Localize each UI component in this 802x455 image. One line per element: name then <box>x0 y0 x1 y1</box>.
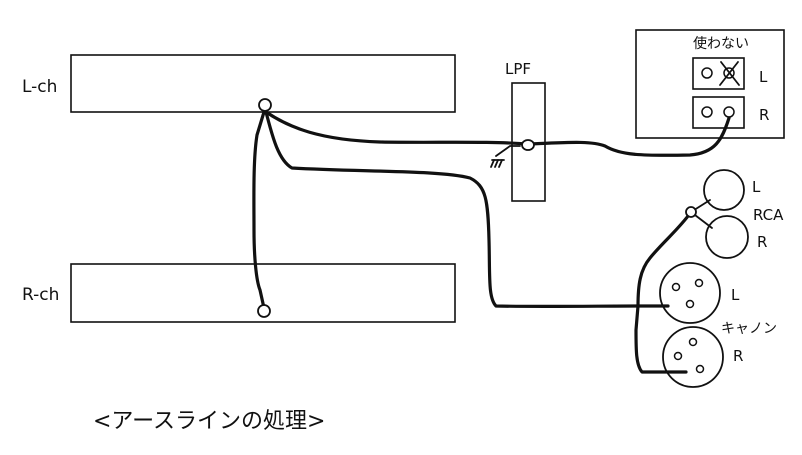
rch-ground-point <box>257 304 271 318</box>
terminal-l-minus <box>701 67 713 79</box>
xlr-l-pin-2 <box>694 278 704 288</box>
xlr-r-pin-1 <box>673 351 683 361</box>
lch-label: L-ch <box>22 77 57 97</box>
lpf-label: LPF <box>505 60 531 78</box>
xlr-connector-l <box>659 262 721 324</box>
xlr-connector-r <box>662 326 724 388</box>
xlr-label: キャノン <box>721 321 777 337</box>
rca-jack-l <box>703 169 745 211</box>
rch-label: R-ch <box>22 285 59 305</box>
lpf-ground-point <box>521 139 535 151</box>
xlr-l-pin-1 <box>671 282 681 292</box>
terminal-l-label: L <box>759 68 768 86</box>
unused-cross-mark <box>719 61 740 86</box>
ground-symbol <box>490 145 521 168</box>
rca-r-label: R <box>757 233 767 251</box>
xlr-r-pin-3 <box>695 364 705 374</box>
terminal-r-label: R <box>759 106 769 124</box>
xlr-l-pin-3 <box>685 299 695 309</box>
terminal-r-minus <box>701 106 713 118</box>
unused-label: 使わない <box>693 35 749 52</box>
terminal-r-plus <box>723 106 735 118</box>
terminal-r <box>692 96 745 129</box>
xlr-l-label: L <box>731 286 740 304</box>
earth-wires <box>252 110 731 374</box>
xlr-r-pin-2 <box>688 337 698 347</box>
rca-junction-point <box>685 206 697 218</box>
lch-ground-point <box>258 98 272 112</box>
diagram-caption: <アースラインの処理> <box>93 409 325 434</box>
rca-jack-r <box>705 215 749 259</box>
rca-label: RCA <box>753 206 784 224</box>
xlr-r-label: R <box>733 347 743 365</box>
rca-l-label: L <box>752 178 761 196</box>
